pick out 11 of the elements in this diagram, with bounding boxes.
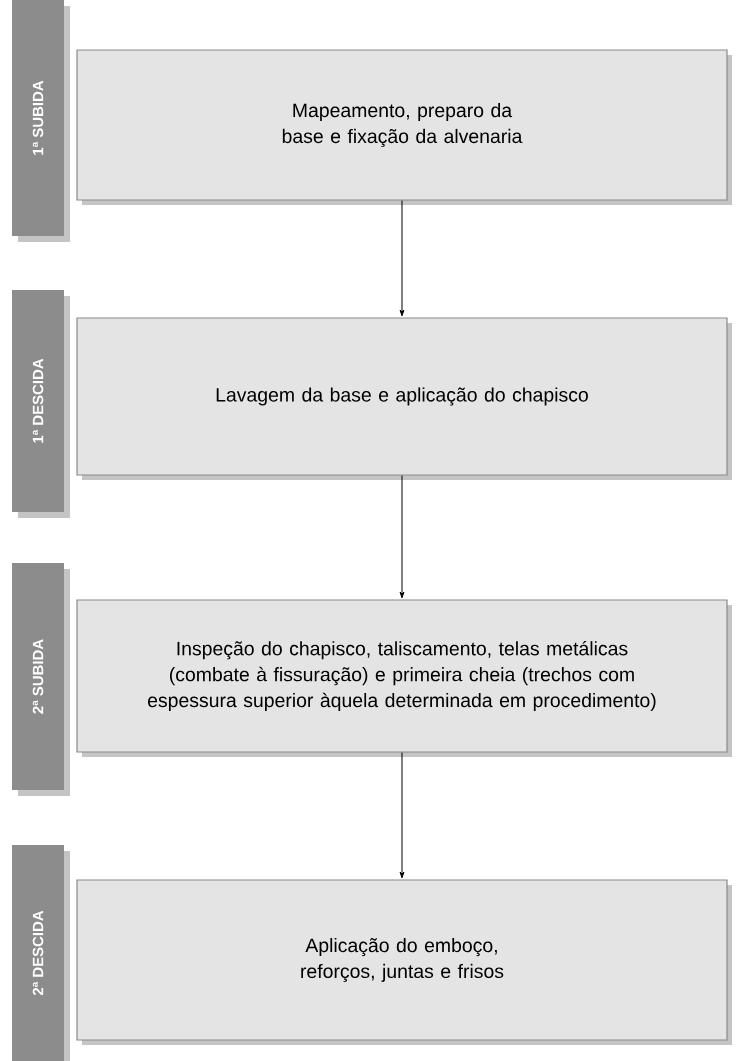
stage-band: 1ª DESCIDA <box>12 290 70 518</box>
process-box: Lavagem da base e aplicação do chapisco <box>76 317 732 480</box>
arrow <box>399 200 405 317</box>
arrow <box>399 475 405 599</box>
stage-band: 1ª SUBIDA <box>12 0 70 242</box>
process-box: Aplicação do emboço, reforços, juntas e frisos <box>76 879 732 1045</box>
stage-band: 2ª DESCIDA <box>12 845 70 1061</box>
process-box: Mapeamento, preparo da base e fixação da alvenaria <box>76 49 732 205</box>
process-box: Inspeção do chapisco, taliscamento, telas metálicas (combate à fissuração) e primeira cheia (trechos com espessura superior àquela determinada em procedimento) <box>76 599 732 757</box>
stage-band: 2ª SUBIDA <box>12 563 70 796</box>
arrow <box>399 752 405 879</box>
